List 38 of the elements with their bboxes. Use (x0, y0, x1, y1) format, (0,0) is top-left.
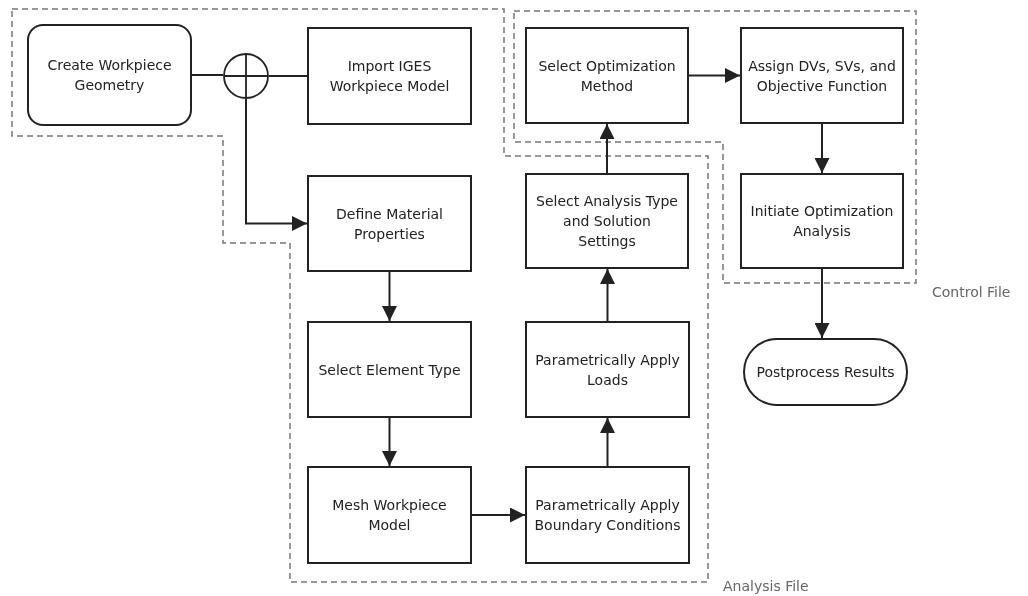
node-text: Define Material Properties (335, 204, 444, 244)
arrow (814, 123, 830, 174)
connector-line (268, 75, 308, 77)
process-box (307, 321, 472, 418)
process-box (307, 27, 472, 125)
node-text: Initiate Optimization Analysis (749, 202, 895, 241)
process-box (525, 27, 689, 124)
region-label: Control File (932, 284, 1011, 300)
rounded-process-box (27, 24, 192, 126)
arrow (814, 268, 830, 339)
junction-circle (223, 53, 269, 99)
region-label: Analysis File (723, 578, 809, 594)
arrow (382, 271, 397, 322)
process-box (740, 173, 904, 269)
process-box (307, 466, 472, 564)
node-text: Select Analysis Type and Solution Settings (535, 192, 679, 251)
node-text: Select Optimization Method (537, 56, 677, 96)
node-text: Import IGES Workpiece Model (328, 57, 451, 96)
process-box (525, 321, 690, 418)
arrow (600, 268, 615, 322)
node-text: Select Element Type (317, 360, 462, 380)
arrow (471, 507, 526, 523)
node-text: Mesh Workpiece Model (331, 496, 448, 535)
process-box (307, 175, 472, 272)
arrow (382, 417, 397, 467)
process-box (740, 27, 904, 124)
process-box (525, 466, 690, 564)
connector-line (191, 74, 224, 76)
process-box (525, 173, 689, 269)
arrow (599, 123, 615, 174)
node-text: Create Workpiece Geometry (46, 56, 173, 95)
arrow (245, 98, 308, 231)
node-text: Postprocess Results (755, 363, 896, 382)
node-text: Assign DVs, SVs, and Objective Function (747, 56, 897, 96)
arrow (600, 417, 615, 467)
arrow (688, 68, 741, 83)
node-text: Parametrically Apply Loads (534, 350, 681, 390)
node-text: Parametrically Apply Boundary Conditions (533, 496, 682, 535)
